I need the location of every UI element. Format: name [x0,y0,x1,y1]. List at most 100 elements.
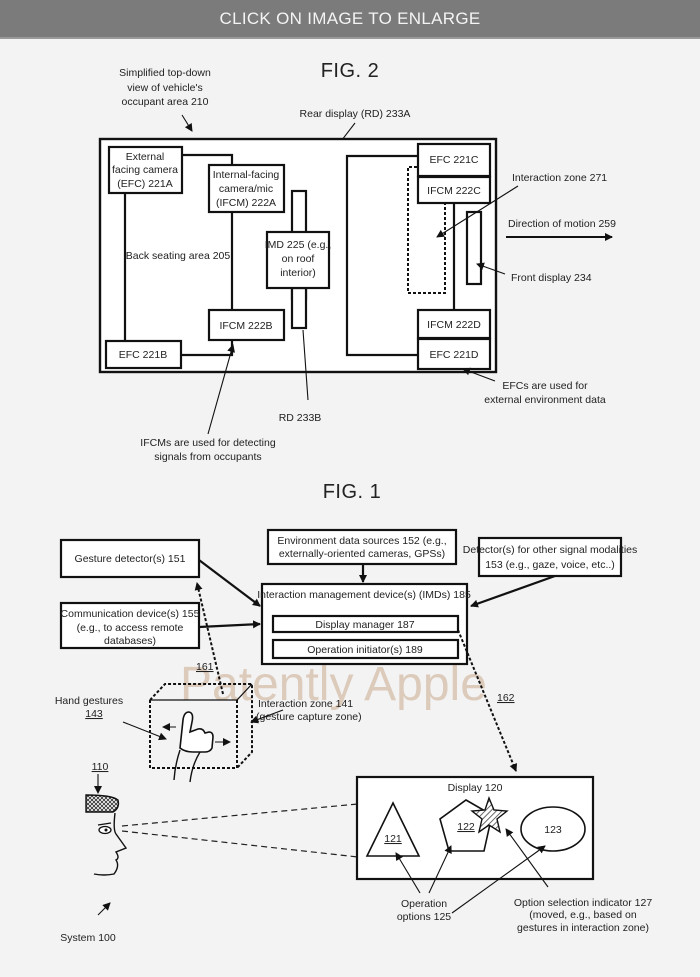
ref-161: 161 [196,661,214,673]
svg-text:options 125: options 125 [397,911,451,923]
svg-text:143: 143 [85,708,103,720]
svg-text:IFCM 222C: IFCM 222C [427,185,481,197]
efc-221d-box [416,337,492,371]
back-seat-top-edge [182,153,234,165]
svg-text:(gesture capture zone): (gesture capture zone) [256,711,362,723]
svg-text:facing camera: facing camera [112,164,178,176]
display-manager-box [271,614,460,634]
detectors-to-imd-arrow [470,574,556,608]
direction-of-motion-label: Direction of motion 259 [508,218,616,230]
svg-text:Display manager 187: Display manager 187 [315,619,414,631]
imd-225-box [265,230,331,290]
svg-text:Internal-facing: Internal-facing [213,169,280,181]
efcs-note: EFCs are used for [502,380,588,392]
svg-text:Operation: Operation [401,898,447,910]
gesture-to-imd-arrow [198,559,261,607]
fig2: FIG. 2 Simplified top-down view of vehic… [98,60,616,463]
ifcms-note: IFCMs are used for detecting [140,437,276,449]
path-161 [194,582,224,695]
svg-text:External: External [126,151,165,163]
system-arrow [97,902,111,916]
hand-gestures-label: Hand gestures 143 [55,695,123,720]
comm-device-box [59,601,201,650]
ref-110: 110 [92,761,109,773]
path-162 [457,629,518,772]
efc-221c-box [416,142,492,178]
back-seating-label: Back seating area 205 [126,250,231,262]
gaze-lines [121,803,359,858]
interaction-zone-271-arrow [436,185,519,238]
svg-text:(EFC) 221A: (EFC) 221A [117,178,172,190]
ifcm-222b-box [207,308,286,342]
interaction-zone-141-arrow [250,709,284,724]
svg-text:Simplified top-down: Simplified top-down [119,67,211,79]
operation-initiator-box [271,638,460,660]
hand-pointing-icon [162,711,231,783]
svg-text:Gesture detector(s) 151: Gesture detector(s) 151 [75,553,186,565]
rd-233b-leader [302,329,309,401]
svg-text:Operation initiator(s) 189: Operation initiator(s) 189 [307,644,423,656]
rear-display-233b [290,286,308,330]
ifcm-222a-box [207,163,286,214]
options-arrow-121 [395,852,421,894]
svg-text:IFCM 222D: IFCM 222D [427,319,481,331]
hand-gestures-arrow [122,721,167,741]
front-seat-outline [345,154,418,357]
options-arrow-123 [451,845,546,914]
efcs-note-arrow [462,367,496,382]
svg-text:Detector(s) for other signal m: Detector(s) for other signal modalities [463,544,638,556]
svg-text:EFC 221C: EFC 221C [429,154,478,166]
svg-text:EFC 221D: EFC 221D [429,349,478,361]
svg-text:EFC 221B: EFC 221B [119,349,167,361]
front-display-234 [465,210,483,286]
svg-text:Option selection indicator 127: Option selection indicator 127 [514,897,652,909]
option-122-label: 122 [457,821,475,833]
selection-indicator-label: Option selection indicator 127 (moved, e… [514,897,652,934]
svg-text:(IFCM) 222A: (IFCM) 222A [216,197,276,209]
option-121-label: 121 [384,833,402,845]
svg-text:Communication device(s) 155: Communication device(s) 155 [61,608,200,620]
svg-text:153 (e.g., gaze, voice, etc..): 153 (e.g., gaze, voice, etc..) [485,559,615,571]
back-seat-right-edge [180,212,234,357]
svg-text:IFCM 222B: IFCM 222B [219,320,272,332]
operation-options-label: Operation options 125 [397,898,451,923]
front-display-arrow [476,262,506,275]
svg-text:(moved, e.g., based on: (moved, e.g., based on [529,909,637,921]
other-detectors-box [477,536,623,578]
interaction-zone-271 [407,166,446,294]
rear-display-233a-label: Rear display (RD) 233A [300,108,411,120]
indicator-arrow [505,828,549,888]
svg-text:view of vehicle's: view of vehicle's [127,82,203,94]
fig1: FIG. 1 Patently Apple Gesture detector(s… [55,481,652,944]
occupant-area-label: Simplified top-down view of vehicle's oc… [119,67,211,108]
fig1-title: FIG. 1 [323,481,382,503]
svg-text:interior): interior) [280,267,316,279]
svg-text:occupant area 210: occupant area 210 [122,96,209,108]
svg-text:(e.g., to access remote: (e.g., to access remote [77,622,184,634]
svg-text:databases): databases) [104,635,156,647]
interaction-zone-271-label: Interaction zone 271 [512,172,607,184]
efc-221b-box [104,339,183,370]
enlarge-banner[interactable]: CLICK ON IMAGE TO ENLARGE [0,0,700,39]
option-121-triangle [365,801,421,857]
svg-text:Display 120: Display 120 [448,782,503,794]
ref-162: 162 [497,692,515,704]
svg-text:on roof: on roof [282,253,315,265]
option-123-label: 123 [544,824,562,836]
fig2-title: FIG. 2 [321,60,380,82]
front-display-label: Front display 234 [511,272,592,284]
options-arrow-122 [428,845,452,894]
option-selection-star [470,796,509,834]
rd-233b-label: RD 233B [279,412,322,424]
efc-221a-box [107,145,184,195]
svg-text:signals from occupants: signals from occupants [154,451,261,463]
svg-text:Hand gestures: Hand gestures [55,695,123,707]
system-100-label: System 100 [60,932,116,944]
svg-text:Interaction zone 141: Interaction zone 141 [258,698,353,710]
svg-text:IMD 225 (e.g.,: IMD 225 (e.g., [265,239,332,251]
gesture-detector-box [59,538,201,579]
svg-text:external environment data: external environment data [484,394,606,406]
ifcms-note-arrow [207,344,235,435]
svg-text:Environment data sources 152 (: Environment data sources 152 (e.g., [277,535,446,547]
